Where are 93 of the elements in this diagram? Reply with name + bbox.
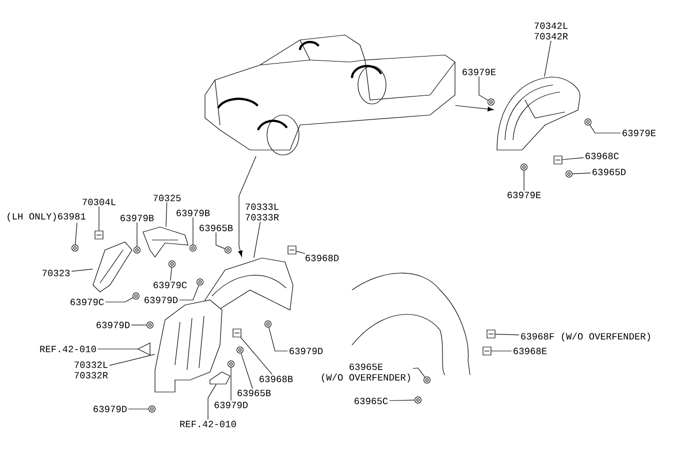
part-number: 63979D: [94, 406, 127, 412]
leader-line: [192, 217, 194, 245]
part-number: 70332L 70332R: [74, 362, 108, 378]
bracket-drawing: [142, 226, 188, 258]
bolt-icon: [414, 396, 422, 404]
bolt-icon: [168, 260, 176, 268]
part-number: 70323: [42, 270, 70, 276]
bolt-icon: [424, 376, 430, 384]
leader-line: [74, 222, 78, 245]
part-number: 63968C: [586, 152, 619, 160]
bolt-icon: [72, 244, 78, 252]
bolt-icon: [224, 246, 232, 254]
leader-line: [71, 268, 93, 272]
part-number: (LH ONLY)63981: [8, 212, 86, 222]
rear-liner-drawing: [496, 76, 580, 150]
part-number: 63979D: [290, 348, 323, 354]
leader-line: [296, 250, 306, 254]
leader-line: [166, 202, 168, 227]
leader-line: [495, 334, 520, 336]
bolt-icon: [146, 322, 154, 328]
leader-line: [109, 354, 155, 366]
splash-shield-drawing: [92, 242, 132, 292]
part-number: 63965B: [200, 224, 233, 232]
leader-line: [590, 124, 621, 134]
leader-line: [105, 297, 134, 302]
arrow: [455, 105, 494, 112]
part-number: 63979D: [214, 402, 248, 408]
pin-drawing: [210, 372, 230, 384]
bolt-icon: [228, 360, 234, 368]
part-number: 63979C: [154, 282, 187, 288]
part-number: 63968F (W/O OVERFENDER): [521, 332, 650, 342]
part-number: 63968E: [514, 348, 547, 354]
part-number: 63965C: [354, 398, 388, 404]
leader-line: [98, 348, 138, 350]
leader-line: [544, 40, 552, 77]
clip-icon: [288, 246, 296, 254]
leader-line: [240, 337, 272, 375]
part-number: 63979E: [622, 130, 656, 136]
clip-icon: [232, 328, 242, 338]
leader-line: [208, 384, 217, 420]
leader-line: [170, 267, 172, 281]
part-number: 63965E (W/O OVERFENDER): [322, 364, 410, 382]
clip-icon: [482, 346, 492, 356]
bolt-icon: [264, 320, 272, 328]
clip-icon: [94, 230, 104, 240]
leader-line: [131, 324, 147, 326]
leader-line: [98, 206, 100, 231]
part-number: 63979E: [508, 192, 541, 198]
leader-line: [478, 76, 488, 101]
leader-line: [491, 350, 512, 352]
arrow: [238, 156, 256, 257]
part-number: REF.42-010: [40, 346, 96, 352]
leader-line: [562, 157, 584, 160]
leader-line: [128, 408, 149, 410]
truck-drawing: [204, 34, 456, 156]
bolt-icon: [236, 346, 244, 354]
leader-line: [268, 327, 288, 352]
bolt-icon: [132, 292, 140, 300]
part-number: 63968B: [260, 376, 293, 382]
clip-icon: [486, 330, 496, 338]
wheel-liner-drawing: [204, 258, 294, 312]
bolt-icon: [566, 170, 572, 178]
bolt-icon: [148, 406, 156, 412]
part-number: 63968D: [306, 254, 339, 262]
leader-line: [240, 353, 253, 389]
part-number: 70342L 70342R: [534, 22, 568, 40]
clip-icon: [554, 156, 562, 164]
bolt-icon: [190, 244, 196, 252]
leader-line: [254, 221, 261, 258]
leader-line: [572, 172, 591, 174]
part-number: REF.42-010: [180, 420, 236, 428]
part-number: 63979B: [120, 214, 154, 222]
part-number: 63979C: [70, 298, 104, 306]
bolt-icon: [196, 278, 204, 286]
leader-line: [412, 368, 426, 378]
leader-line: [216, 232, 226, 249]
part-number: 70333L 70333R: [246, 204, 279, 220]
part-number: 63965B: [238, 390, 271, 396]
bolt-icon: [134, 246, 140, 254]
part-number: 63979D: [96, 322, 130, 328]
part-number: 70304L: [82, 198, 116, 206]
part-number: 70325: [153, 194, 181, 202]
part-number: 63965D: [592, 168, 626, 176]
leader-line: [136, 222, 138, 247]
part-number: 63979E: [462, 68, 496, 76]
leader-line: [230, 367, 232, 401]
leader-line: [389, 400, 415, 401]
bolt-icon: [520, 164, 528, 170]
bolt-icon: [584, 118, 592, 126]
leader-line: [179, 284, 200, 300]
bolt-icon: [488, 98, 494, 106]
part-number: 63979B: [176, 210, 210, 216]
part-number: 63979D: [144, 296, 178, 304]
